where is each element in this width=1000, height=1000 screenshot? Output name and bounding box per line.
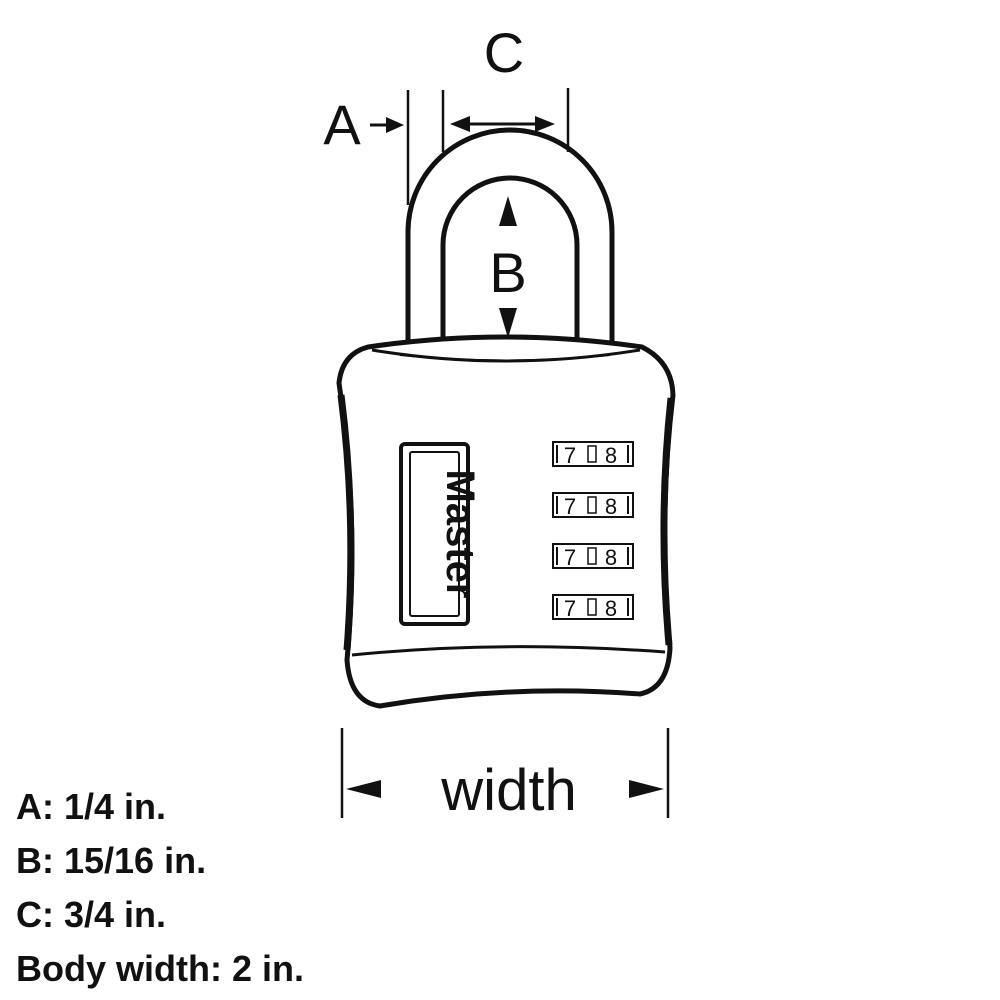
dial-3: 7 8 [552, 543, 634, 570]
dial-digit-right: 8 [605, 596, 617, 621]
spec-a: A: 1/4 in. [16, 786, 167, 827]
dial-digit-right: 8 [605, 443, 617, 468]
dimension-spec-list: A: 1/4 in. B: 15/16 in. C: 3/4 in. Body … [16, 780, 304, 996]
shackle [405, 127, 615, 352]
spec-body-width: Body width: 2 in. [16, 948, 304, 989]
dial-notch [587, 445, 597, 463]
dimension-a-arrowhead [386, 117, 404, 133]
dial-digit-left: 7 [564, 545, 576, 570]
body-right-edge [660, 397, 675, 646]
dimension-width: width [340, 728, 670, 823]
spec-c: C: 3/4 in. [16, 894, 167, 935]
lock-body [336, 334, 676, 709]
dial-digit-left: 7 [564, 494, 576, 519]
body-top-ridge-inner [399, 354, 611, 362]
shackle-outer [405, 127, 615, 352]
dimension-b-arrowhead-bottom [499, 308, 517, 338]
dial-digit-right: 8 [605, 494, 617, 519]
dial-notch [587, 547, 597, 565]
dimension-c: C [450, 21, 570, 152]
brand-logo-text: Master [438, 470, 482, 599]
dial-notch [587, 598, 597, 616]
dial-4: 7 8 [552, 594, 634, 621]
shackle-inner [440, 175, 580, 352]
dial-notch [587, 496, 597, 514]
dial-digit-left: 7 [564, 443, 576, 468]
brand-plate-inner [409, 451, 460, 617]
dimension-a-label: A [323, 93, 361, 156]
dial-2: 7 8 [552, 492, 634, 519]
width-label: width [440, 758, 576, 823]
dial-digit-left: 7 [564, 596, 576, 621]
dimension-a: A [323, 90, 445, 205]
width-arrowhead-right [629, 780, 664, 798]
dimension-c-arrowhead-right [535, 116, 555, 132]
spec-b: B: 15/16 in. [16, 840, 207, 881]
width-arrowhead-left [346, 780, 381, 798]
dimension-c-arrowhead-left [450, 116, 470, 132]
dimension-b-arrowhead-top [499, 196, 517, 226]
brand-plate: Master [399, 442, 482, 626]
dial-1: 7 8 [552, 441, 634, 468]
body-bottom-ridge [351, 645, 666, 657]
dial-digit-right: 8 [605, 545, 617, 570]
dimension-b: B [489, 196, 527, 338]
dimension-b-label: B [489, 241, 526, 304]
dimension-c-label: C [484, 21, 524, 84]
body-left-edge [337, 394, 355, 651]
